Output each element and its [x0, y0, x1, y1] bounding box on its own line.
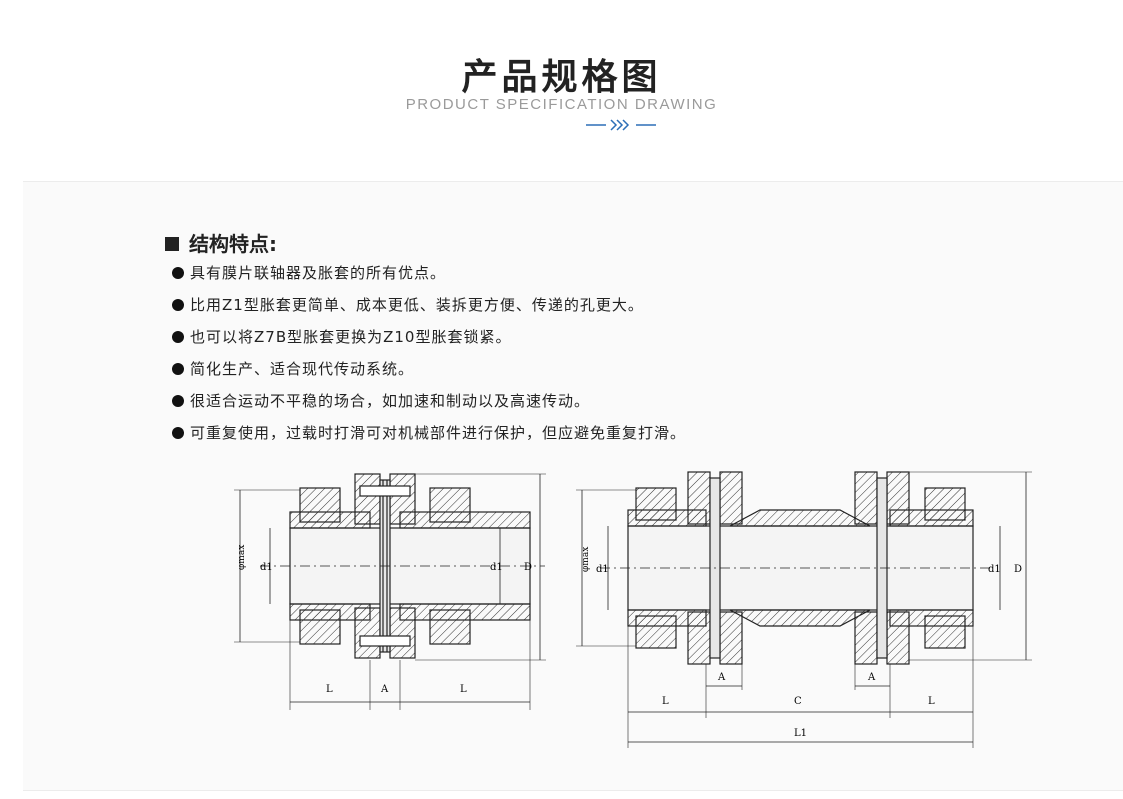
bullet-icon [172, 266, 184, 279]
bullet-icon [172, 298, 184, 311]
bullet-icon [172, 330, 184, 343]
page-title: 产品规格图 [461, 57, 662, 98]
features-heading-text: 结构特点: [189, 232, 277, 256]
list-item: 很适合运动不平稳的场合，如加速和制动以及高速传动。 [172, 390, 872, 422]
A-label: A [380, 684, 389, 695]
L-left-label-2: L [662, 696, 669, 707]
list-item: 也可以将Z7B型胀套更换为Z10型胀套锁紧。 [172, 326, 872, 358]
L-right-label: L [460, 684, 467, 695]
d1-left-label-2: d1 [596, 564, 609, 575]
L1-label: L1 [794, 728, 807, 739]
coupling-drawing: φmax d1 d1 D L A L [200, 460, 1060, 760]
bullet-icon [172, 362, 184, 375]
list-item: 比用Z1型胀套更简单、成本更低、装拆更方便、传递的孔更大。 [172, 294, 872, 326]
C-label: C [794, 696, 802, 707]
phi-max-label-2: φmax [581, 547, 591, 572]
A-left-label: A [717, 672, 726, 683]
list-item: 具有膜片联轴器及胀套的所有优点。 [172, 262, 872, 294]
spec-panel [23, 181, 1123, 791]
page-subtitle: PRODUCT SPECIFICATION DRAWING [405, 96, 718, 113]
list-item: 可重复使用，过载时打滑可对机械部件进行保护，但应避免重复打滑。 [172, 422, 872, 454]
L-right-label-2: L [928, 696, 935, 707]
spacer-coupling-drawing [576, 471, 1032, 748]
d1-right-label-2: d1 [988, 564, 1001, 575]
bullet-icon [172, 394, 184, 407]
features-heading: 结构特点: [165, 228, 277, 256]
chevron-divider-icon [586, 119, 656, 131]
square-bullet-icon [165, 236, 179, 251]
feature-list: 具有膜片联轴器及胀套的所有优点。 比用Z1型胀套更简单、成本更低、装拆更方便、传… [172, 262, 872, 454]
L-left-label: L [326, 684, 333, 695]
A-right-label: A [867, 672, 876, 683]
d1-right-label: d1 [490, 562, 503, 573]
coupling-drawing-svg: φmax d1 d1 D L A L [234, 471, 1032, 748]
D-label-2: D [1014, 564, 1022, 575]
single-coupling-drawing [234, 473, 546, 710]
d1-left-label: d1 [260, 562, 273, 573]
list-item: 简化生产、适合现代传动系统。 [172, 358, 872, 390]
phi-max-label: φmax [237, 545, 247, 570]
page-header: 产品规格图 PRODUCT SPECIFICATION DRAWING [0, 0, 1123, 175]
D-label: D [524, 562, 532, 573]
bullet-icon [172, 426, 184, 439]
